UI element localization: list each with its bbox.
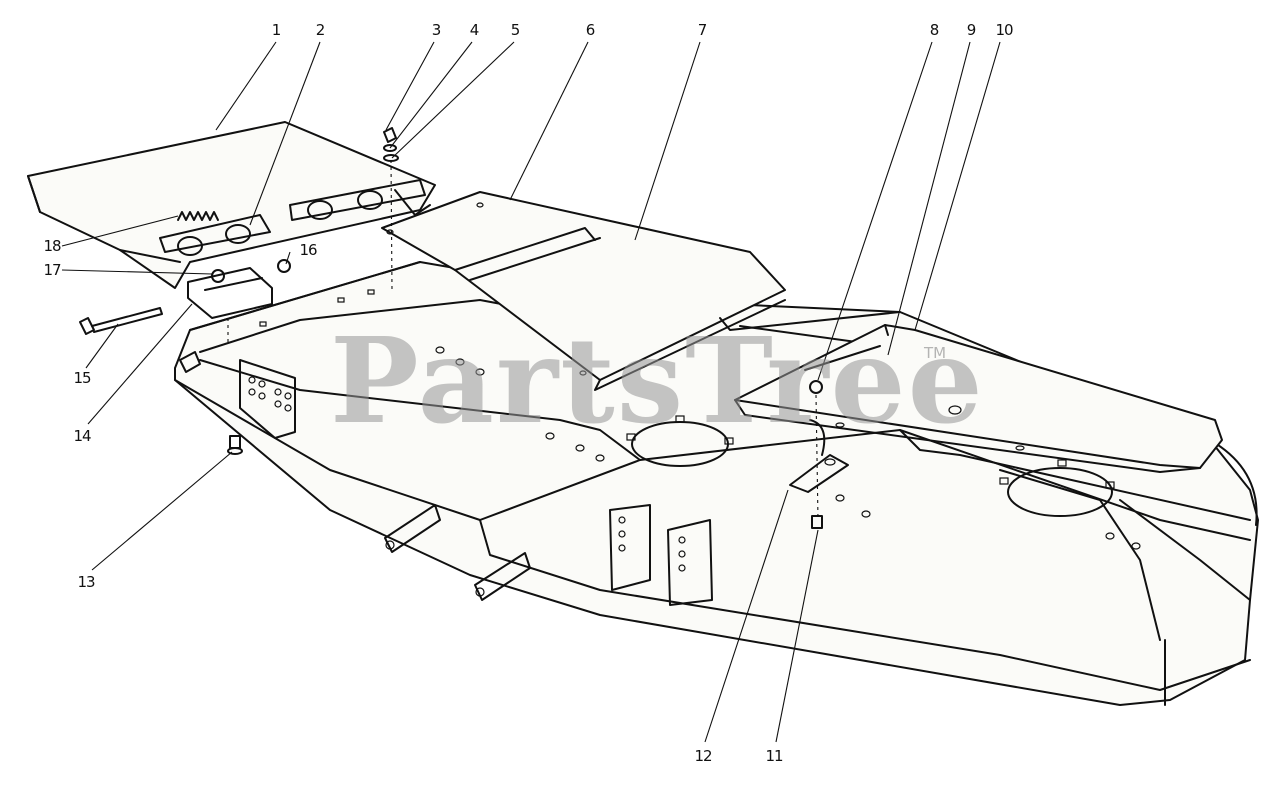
callout-10: 10	[995, 21, 1013, 39]
part-11-screw	[811, 515, 823, 529]
callout-5: 5	[510, 21, 520, 39]
callout-11: 11	[765, 747, 783, 765]
callout-12: 12	[694, 747, 712, 765]
part-6-7-center-cover	[381, 191, 901, 391]
callout-3: 3	[431, 21, 441, 39]
part-18-spring	[177, 211, 219, 221]
callout-9: 9	[966, 21, 976, 39]
bracket-left	[239, 359, 296, 439]
callout-13: 13	[77, 573, 95, 591]
callout-6: 6	[585, 21, 595, 39]
leader-lines	[61, 41, 1001, 743]
bracket-center	[609, 504, 713, 606]
trademark-mark: TM	[924, 344, 947, 362]
callout-8: 8	[929, 21, 939, 39]
callout-4: 4	[469, 21, 479, 39]
callout-18: 18	[43, 237, 61, 255]
watermark-text: PartsTree	[330, 311, 985, 450]
part-14-bracket	[187, 259, 291, 319]
part-13-screw	[227, 435, 243, 455]
part-1-cover	[27, 121, 436, 289]
front-tabs	[179, 351, 531, 601]
part-3-4-5-hardware	[383, 127, 399, 162]
callout-16: 16	[299, 241, 317, 259]
callout-17: 17	[43, 261, 61, 279]
callout-1: 1	[271, 21, 281, 39]
assembly-lines	[227, 159, 819, 521]
part-15-bolt	[79, 307, 163, 335]
callout-2: 2	[315, 21, 325, 39]
callout-15: 15	[73, 369, 91, 387]
callout-7: 7	[697, 21, 707, 39]
callout-14: 14	[73, 427, 91, 445]
part-9-10-right-cover	[734, 324, 1223, 473]
